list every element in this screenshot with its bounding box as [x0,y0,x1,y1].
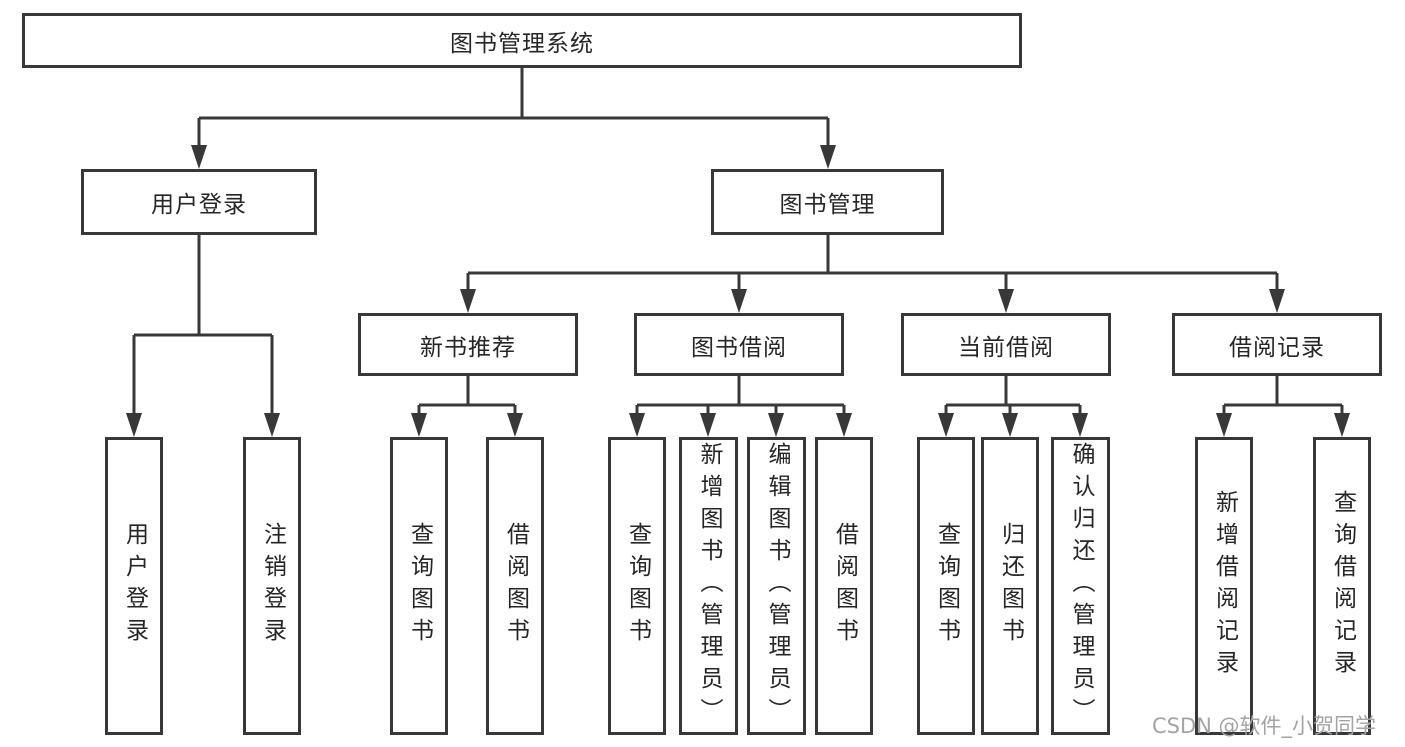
leaf-user-login-label: 用户登录 [121,522,148,650]
leaf-borrow-books-recommend-label: 借阅图书 [502,522,529,650]
leaf-query-borrow-record: 查询借阅记录 [1313,437,1371,735]
leaf-add-borrow-record-label: 新增借阅记录 [1211,490,1238,682]
leaf-query-books-current-label: 查询图书 [933,522,960,650]
leaf-query-books-borrow: 查询图书 [608,437,666,735]
leaf-confirm-return-admin: 确认归还（管理员） [1051,437,1110,735]
node-new-book-recommend: 新书推荐 [358,313,578,376]
leaf-query-books-recommend-label: 查询图书 [406,522,433,650]
node-user-login: 用户登录 [81,169,317,235]
watermark-csdn: CSDN @软件_小贺同学 [1152,714,1377,738]
node-user-login-label: 用户登录 [151,192,247,218]
node-borrow-records: 借阅记录 [1172,313,1382,376]
leaf-edit-book-admin: 编辑图书（管理员） [747,437,806,735]
leaf-add-book-admin-label: 新增图书（管理员） [696,442,722,730]
leaf-borrow-books-borrow: 借阅图书 [815,437,873,735]
node-borrow-records-label: 借阅记录 [1229,334,1325,361]
leaf-logout: 注销登录 [243,437,301,735]
leaf-query-books-borrow-label: 查询图书 [624,522,651,650]
node-current-borrow-label: 当前借阅 [958,334,1054,361]
leaf-add-book-admin: 新增图书（管理员） [679,437,738,735]
leaf-confirm-return-admin-label: 确认归还（管理员） [1068,442,1094,730]
leaf-return-book-label: 归还图书 [997,522,1024,650]
node-library-system: 图书管理系统 [22,13,1022,68]
leaf-add-borrow-record: 新增借阅记录 [1195,437,1253,735]
leaf-borrow-books-borrow-label: 借阅图书 [831,522,858,650]
leaf-query-books-recommend: 查询图书 [390,437,448,735]
node-book-borrow-label: 图书借阅 [691,334,787,361]
leaf-query-books-current: 查询图书 [917,437,975,735]
node-new-book-recommend-label: 新书推荐 [420,334,516,361]
node-current-borrow: 当前借阅 [901,313,1111,376]
leaf-query-borrow-record-label: 查询借阅记录 [1329,490,1356,682]
node-book-borrow: 图书借阅 [634,313,844,376]
leaf-borrow-books-recommend: 借阅图书 [486,437,544,735]
leaf-edit-book-admin-label: 编辑图书（管理员） [764,442,790,730]
node-library-system-label: 图书管理系统 [450,30,594,57]
node-book-management-label: 图书管理 [779,192,876,218]
leaf-user-login: 用户登录 [105,437,163,735]
leaf-return-book: 归还图书 [981,437,1039,735]
node-book-management: 图书管理 [711,169,944,235]
leaf-logout-label: 注销登录 [259,522,286,650]
